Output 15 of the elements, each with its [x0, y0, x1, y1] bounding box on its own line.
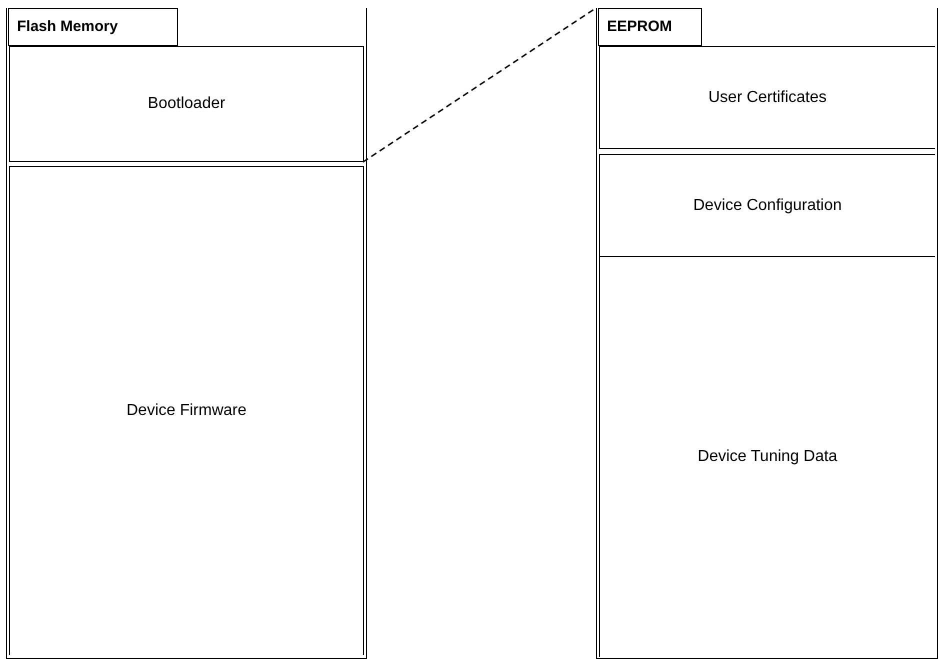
section-label: Device Tuning Data: [698, 448, 838, 466]
dashed-connector: [362, 7, 596, 163]
section-label: Bootloader: [148, 95, 226, 113]
memory-section: [9, 46, 364, 162]
memory-region: [6, 8, 367, 659]
region-heading: Flash Memory: [8, 8, 178, 46]
section-label: Device Configuration: [693, 196, 842, 214]
region-heading: EEPROM: [598, 8, 702, 46]
section-label: Device Firmware: [126, 402, 246, 420]
memory-section: [599, 256, 935, 657]
memory-section: [9, 166, 364, 655]
section-label: User Certificates: [708, 88, 827, 106]
memory-section: [599, 46, 935, 149]
memory-region: [596, 8, 938, 659]
memory-section: [599, 154, 935, 256]
